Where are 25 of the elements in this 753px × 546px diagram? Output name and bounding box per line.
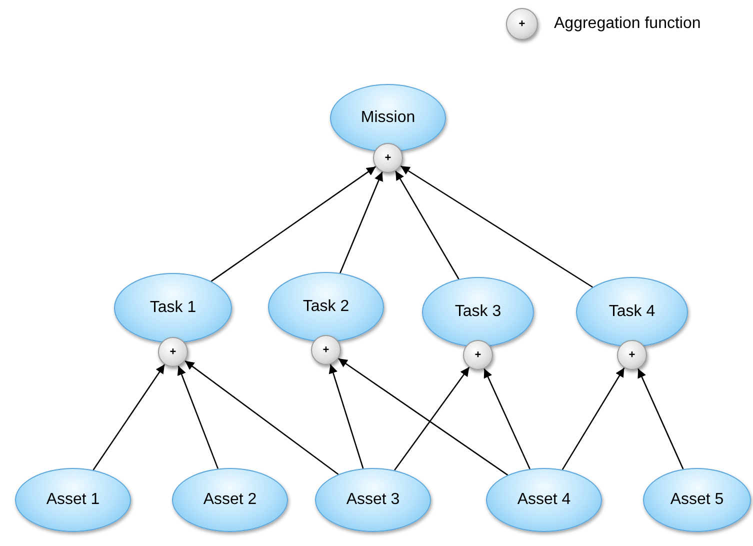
- ellipse-node: Task 1: [114, 273, 232, 343]
- ellipse-node: Asset 4: [486, 468, 602, 532]
- arrow: [395, 170, 460, 280]
- arrow: [338, 358, 508, 476]
- arrow: [394, 366, 470, 471]
- ellipse-node: Asset 5: [643, 468, 751, 532]
- ellipse-node: Task 4: [576, 277, 688, 347]
- ellipse-node: Asset 3: [315, 468, 431, 532]
- arrow: [400, 165, 593, 288]
- legend-symbol: +: [506, 8, 538, 40]
- arrow: [484, 368, 530, 470]
- legend-text: Aggregation function: [554, 14, 701, 34]
- ellipse-node: Task 3: [422, 277, 534, 347]
- arrow: [328, 364, 364, 469]
- arrow: [210, 166, 376, 282]
- ellipse-node: Asset 2: [172, 468, 288, 532]
- arrow: [562, 367, 625, 470]
- ellipse-node: Task 2: [268, 272, 384, 342]
- arrow: [177, 366, 219, 469]
- arrow: [92, 364, 166, 470]
- arrow: [638, 368, 684, 470]
- ellipse-node: Mission: [330, 84, 446, 152]
- arrow: [184, 360, 339, 475]
- arrow: [340, 172, 383, 274]
- ellipse-node: Asset 1: [15, 468, 131, 532]
